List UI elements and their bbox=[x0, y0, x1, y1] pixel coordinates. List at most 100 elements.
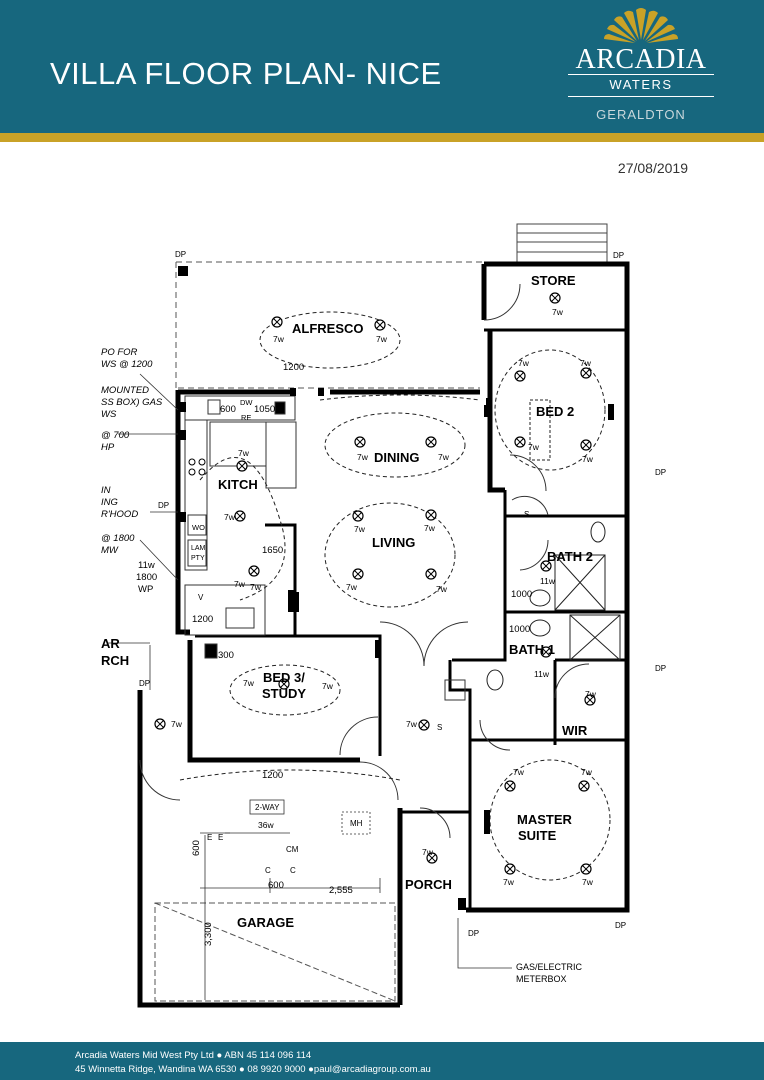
fixture-label: V bbox=[198, 593, 204, 602]
header-accent-rule bbox=[0, 133, 764, 142]
wattage-label: 7w bbox=[528, 442, 540, 452]
wattage-label: 7w bbox=[436, 584, 448, 594]
meterbox-label: GAS/ELECTRIC bbox=[516, 962, 583, 972]
wattage-label: 7w bbox=[234, 579, 246, 589]
side-note: MOUNTED bbox=[101, 385, 149, 396]
dimension-label: 600 bbox=[268, 880, 284, 891]
side-note: SS BOX) GAS bbox=[101, 397, 163, 408]
switch-markers bbox=[180, 402, 614, 910]
light-fittings bbox=[154, 292, 596, 875]
wattage-label: 7w bbox=[585, 689, 597, 699]
fixture-label: LAM bbox=[191, 545, 206, 552]
downpipe-label: DP bbox=[158, 501, 169, 510]
side-note: HP bbox=[101, 442, 115, 453]
room-label-dining: DINING bbox=[374, 450, 420, 465]
side-note: MW bbox=[101, 545, 119, 556]
fixture-label: RE bbox=[241, 413, 251, 422]
dimension-label: 1200 bbox=[262, 770, 283, 781]
downpipe-label: DP bbox=[655, 468, 666, 477]
downpipe-marker bbox=[178, 266, 188, 276]
meterbox-label: METERBOX bbox=[516, 974, 567, 984]
logo-name: ARCADIA bbox=[575, 44, 707, 75]
side-note: IN bbox=[101, 485, 111, 496]
fixture-label: S bbox=[524, 510, 529, 519]
logo-rule-top bbox=[568, 74, 714, 75]
dimension-label: 1050 bbox=[254, 404, 275, 415]
footer-contact: 45 Winnetta Ridge, Wandina WA 6530 ● 08 … bbox=[75, 1064, 431, 1075]
wattage-label: 7w bbox=[503, 877, 515, 887]
downpipe-label: DP bbox=[655, 664, 666, 673]
fixture-label: WO bbox=[192, 523, 205, 532]
dimension-label: 600 bbox=[220, 404, 236, 415]
room-label-living: LIVING bbox=[372, 535, 415, 550]
wattage-label: 7w bbox=[171, 719, 183, 729]
wattage-label: 7w bbox=[552, 307, 564, 317]
wattage-label: 11w bbox=[534, 669, 550, 679]
room-label-wir: WIR bbox=[562, 723, 588, 738]
room-label-store: STORE bbox=[531, 273, 576, 288]
wattage-label: 7w bbox=[422, 847, 434, 857]
wattage-label: 7w bbox=[250, 582, 262, 592]
exterior-walls bbox=[137, 261, 630, 1008]
wattage-label: 7w bbox=[581, 767, 593, 777]
wattage-label: 7w bbox=[438, 452, 450, 462]
room-label-alfresco: ALFRESCO bbox=[292, 321, 364, 336]
side-note: AR bbox=[101, 636, 120, 651]
fixture-label: CM bbox=[286, 845, 299, 854]
dimension-label: 3,300 bbox=[203, 922, 214, 946]
garage-dimensions bbox=[200, 799, 381, 1000]
downpipe-markers bbox=[290, 388, 490, 612]
footer-band: Arcadia Waters Mid West Pty Ltd ● ABN 45… bbox=[0, 1042, 764, 1080]
room-label-kitch: KITCH bbox=[218, 477, 258, 492]
electrical-wiring bbox=[179, 311, 611, 881]
side-note: @ 1800 bbox=[101, 533, 135, 544]
wattage-label: 7w bbox=[273, 334, 285, 344]
store-steps bbox=[516, 223, 608, 263]
room-label-bath2: BATH 2 bbox=[547, 549, 593, 564]
fixture-label: E bbox=[218, 833, 223, 842]
wattage-label: 7w bbox=[513, 767, 525, 777]
side-note: PO FOR bbox=[101, 347, 138, 358]
side-note: R'HOOD bbox=[101, 509, 138, 520]
wattage-label: 11w bbox=[540, 576, 556, 586]
wattage-label: 7w bbox=[518, 358, 530, 368]
bathroom-fixtures bbox=[486, 399, 621, 691]
wattage-label: 7w bbox=[238, 448, 250, 458]
floor-plan: ALFRESCO STORE BED 2 DINING KITCH LIVING… bbox=[101, 223, 666, 1008]
side-note: WP bbox=[138, 584, 153, 595]
dimension-label: 2,555 bbox=[329, 885, 353, 896]
arcadia-logo: ARCADIA WATERS GERALDTON bbox=[566, 4, 716, 130]
side-note: 1800 bbox=[136, 572, 157, 583]
side-note: RCH bbox=[101, 653, 129, 668]
wattage-label: 7w bbox=[376, 334, 388, 344]
room-label-suite: SUITE bbox=[518, 828, 557, 843]
side-note: WS bbox=[101, 409, 117, 420]
fixture-label: S bbox=[437, 723, 442, 732]
room-label-bed2: BED 2 bbox=[536, 404, 574, 419]
garage-door bbox=[154, 902, 396, 1002]
downpipe-label: DP bbox=[139, 679, 150, 688]
fixture-label: PTY bbox=[191, 555, 205, 562]
wattage-label: 7w bbox=[322, 681, 334, 691]
dimension-label: 1200 bbox=[283, 362, 304, 373]
wattage-label: 36w bbox=[258, 820, 274, 830]
dimension-label: 1000 bbox=[509, 624, 530, 635]
wattage-label: 7w bbox=[224, 512, 236, 522]
page-title: VILLA FLOOR PLAN- NICE bbox=[50, 56, 442, 91]
side-note: 11w bbox=[138, 560, 155, 571]
fixture-label: DW bbox=[240, 398, 253, 407]
side-note: ING bbox=[101, 497, 118, 508]
door-swings bbox=[139, 283, 590, 839]
wattage-label: 7w bbox=[582, 877, 594, 887]
wattage-label: 7w bbox=[243, 678, 255, 688]
downpipe-label: DP bbox=[613, 251, 624, 260]
dimension-label: 300 bbox=[218, 650, 234, 661]
logo-sub: WATERS bbox=[609, 77, 673, 92]
fixture-label: C bbox=[265, 866, 271, 875]
fixture-label: MH bbox=[350, 819, 363, 828]
room-label-master: MASTER bbox=[517, 812, 573, 827]
wattage-label: 7w bbox=[406, 719, 418, 729]
downpipe-label: DP bbox=[468, 929, 479, 938]
footer-company: Arcadia Waters Mid West Pty Ltd ● ABN 45… bbox=[75, 1050, 312, 1061]
dimension-label: 1200 bbox=[192, 614, 213, 625]
